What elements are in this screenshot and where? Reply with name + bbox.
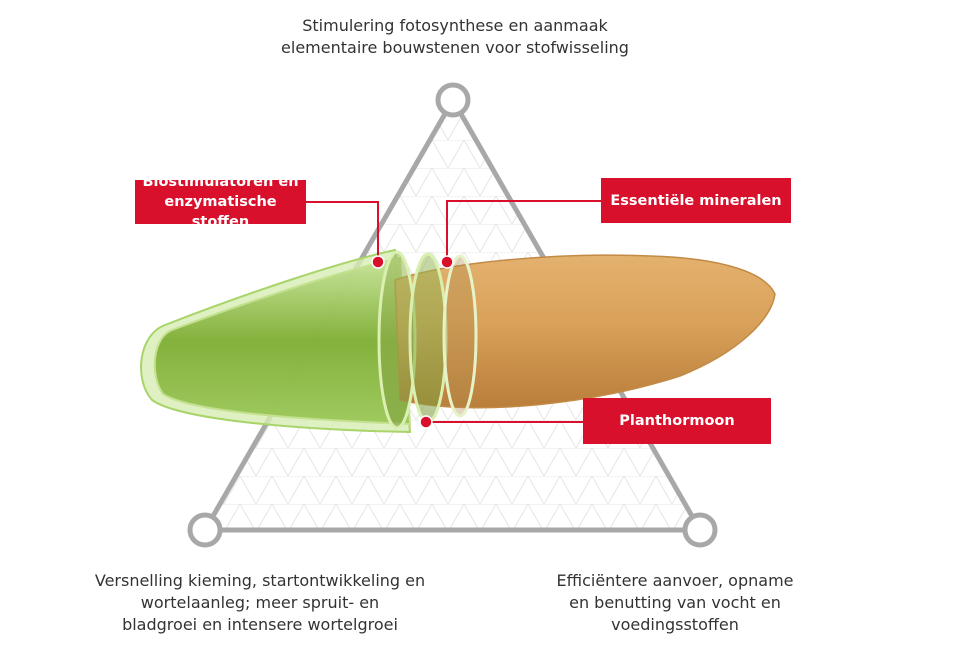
coating-band-2 xyxy=(408,252,448,424)
coating-layer xyxy=(153,256,412,426)
vertex-top-node xyxy=(435,82,471,118)
label-minerals: Essentiële mineralen xyxy=(601,178,791,223)
callout-dot-hormone xyxy=(419,415,433,429)
vertex-right-node xyxy=(682,512,718,548)
callout-line-minerals xyxy=(446,200,601,262)
callout-line-biostimulators xyxy=(306,201,379,262)
caption-bottom-left: Versnelling kieming, startontwikkeling e… xyxy=(94,571,426,634)
callout-dot-minerals xyxy=(440,255,454,269)
caption-top: Stimulering fotosynthese en aanmaak elem… xyxy=(281,16,629,57)
vertex-left-node xyxy=(187,512,223,548)
label-biostimulators: Biostimulatoren en enzymatische stoffen xyxy=(135,174,306,230)
caption-bottom-right: Efficiëntere aanvoer, opname en benuttin… xyxy=(556,571,794,634)
seed-body xyxy=(394,254,776,409)
callouts xyxy=(306,200,601,429)
coating-band-3 xyxy=(442,254,478,418)
coated-seed xyxy=(140,248,776,434)
label-hormone: Planthormoon xyxy=(583,398,771,444)
callout-dot-biostimulators xyxy=(371,255,385,269)
